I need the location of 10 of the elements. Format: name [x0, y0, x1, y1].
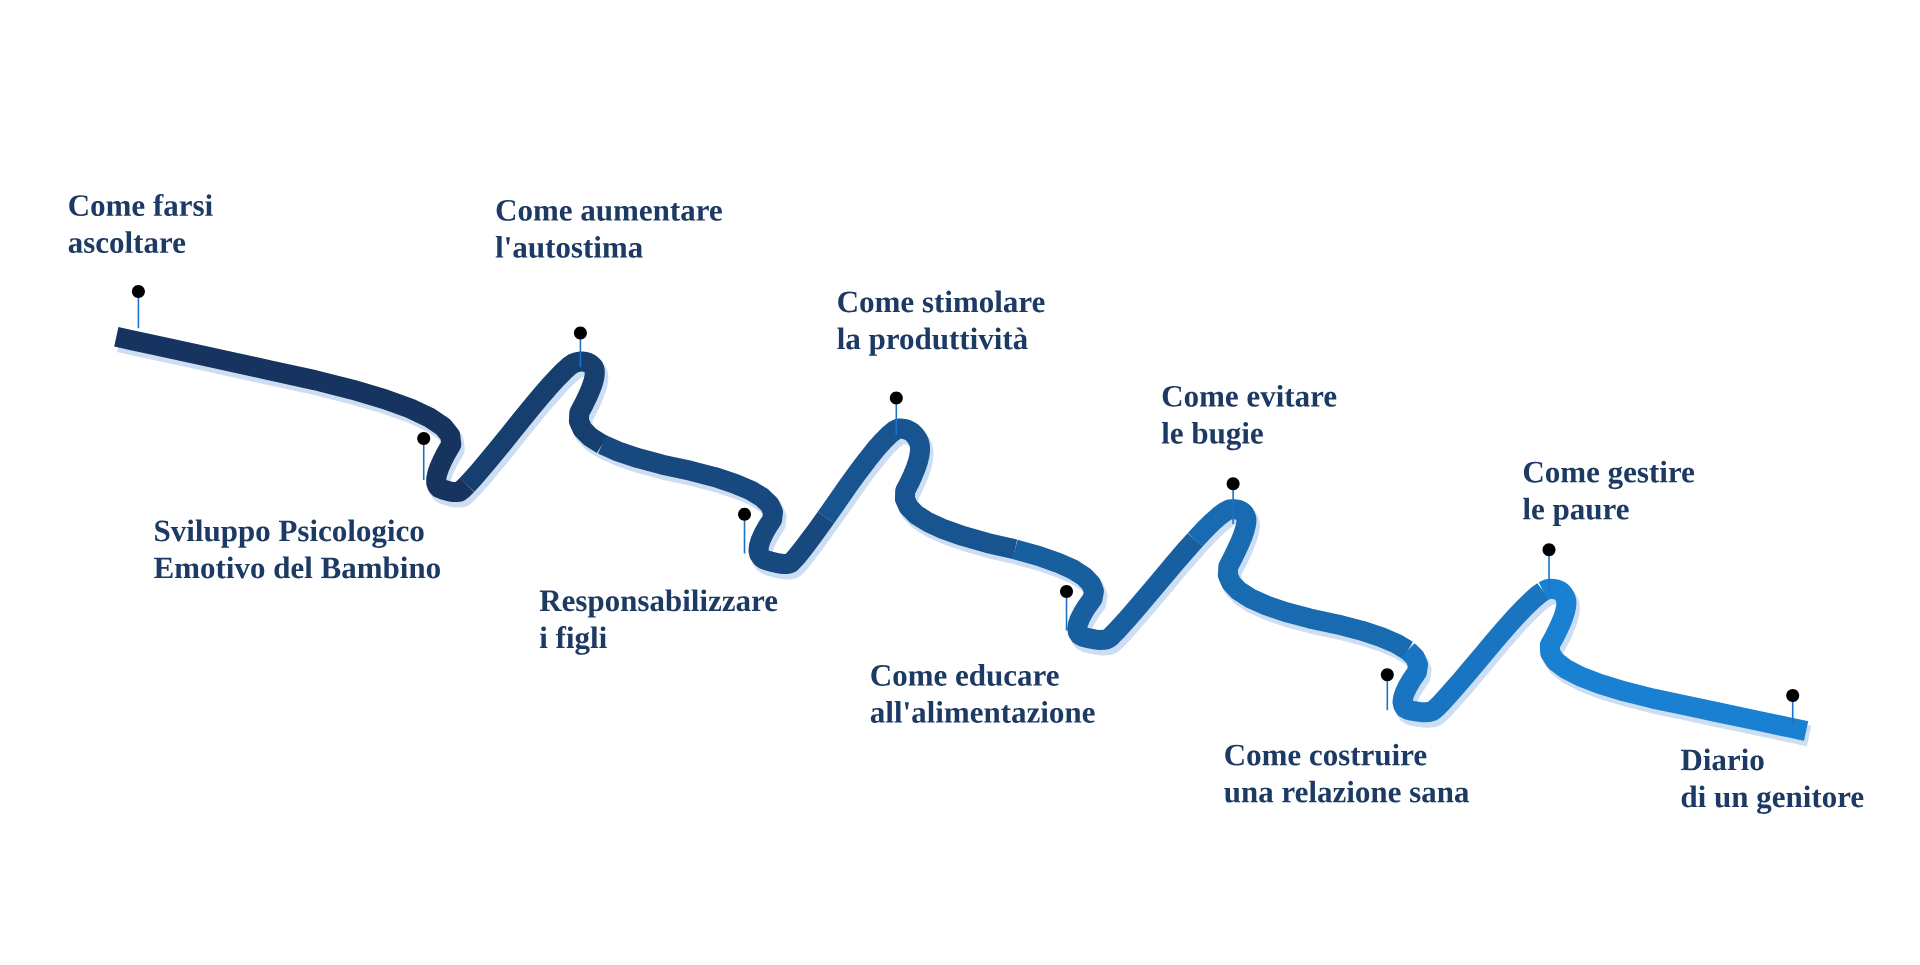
- step-label: Come gestire le paure: [1523, 460, 1695, 526]
- step-label: Come farsi ascoltare: [68, 193, 213, 254]
- step-label: Come costruire una relazione sana: [1224, 743, 1469, 803]
- step-label: Responsabilizzare i figli: [539, 589, 778, 655]
- step-label: Come evitare le bugie: [1161, 384, 1337, 451]
- step-label: Come aumentare l'autostima: [495, 200, 722, 258]
- step-label: Diario di un genitore: [1680, 748, 1864, 814]
- step-label: Come educare all'alimentazione: [870, 664, 1095, 723]
- step-label: Come stimolare la produttività: [837, 290, 1045, 356]
- step-label: Sviluppo Psicologico Emotivo del Bambino: [154, 519, 440, 579]
